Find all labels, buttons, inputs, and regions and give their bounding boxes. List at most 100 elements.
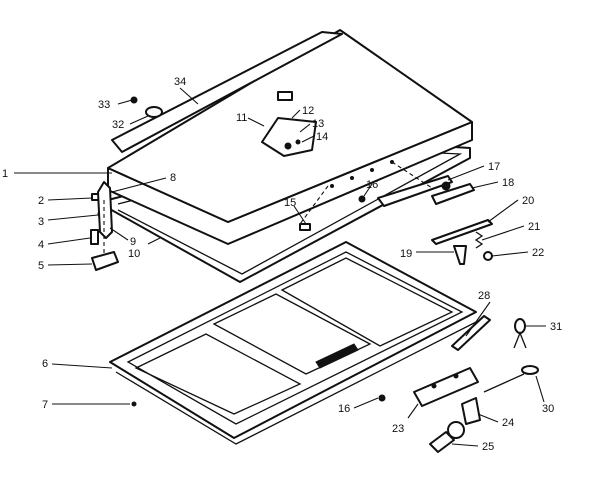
leader-18 — [471, 181, 499, 189]
label-14: 14 — [316, 131, 328, 143]
hinge-bracket — [91, 251, 119, 271]
key-shaft — [513, 332, 521, 349]
hinge-plate — [413, 367, 479, 407]
leader-21 — [481, 225, 525, 241]
compartment-left — [134, 333, 302, 415]
label-10: 10 — [128, 248, 140, 260]
frame-divider-bar — [315, 343, 359, 369]
leader-28 — [465, 301, 491, 337]
hinge-arm — [97, 181, 113, 239]
frame-outer — [109, 241, 477, 439]
loose-parts — [131, 315, 539, 453]
leader-lines — [14, 87, 546, 447]
handle-assembly — [377, 175, 493, 265]
label-4: 4 — [38, 239, 44, 251]
lock-body — [461, 397, 481, 425]
lock-key — [429, 431, 455, 453]
leader-4 — [47, 237, 91, 245]
hinge-bushing — [90, 229, 99, 245]
label-21: 21 — [528, 221, 540, 233]
leader-2 — [47, 197, 93, 201]
leader-30 — [535, 375, 545, 403]
leader-8 — [111, 177, 167, 193]
leader-17 — [447, 165, 485, 181]
lock-knob — [447, 421, 465, 439]
handle-bracket — [431, 183, 475, 205]
frame-inner — [126, 251, 464, 425]
label-18: 18 — [502, 177, 514, 189]
plate-hole-icon — [431, 383, 437, 389]
label-16b: 16 — [338, 403, 350, 415]
label-33: 33 — [98, 99, 110, 111]
key-head — [514, 318, 526, 334]
compartment-right — [280, 257, 454, 347]
leader-32 — [129, 115, 149, 125]
label-6: 6 — [42, 358, 48, 370]
label-15: 15 — [284, 197, 296, 209]
key-shaft — [519, 332, 527, 349]
leader-11 — [247, 117, 265, 127]
handle-pin — [453, 245, 467, 265]
label-31: 31 — [550, 321, 562, 333]
leader-25 — [451, 443, 479, 447]
label-11: 11 — [236, 112, 247, 124]
cabinet-frame — [109, 241, 481, 445]
lid-assembly — [107, 29, 473, 283]
leader-14 — [301, 135, 315, 143]
leader-10 — [147, 237, 161, 245]
leader-33 — [117, 99, 133, 105]
leader-23 — [407, 403, 419, 419]
screw-icon — [131, 401, 137, 407]
label-19: 19 — [400, 248, 412, 260]
lock-cylinder — [521, 365, 539, 375]
leader-22 — [491, 251, 529, 257]
label-34: 34 — [174, 76, 186, 88]
lock-rod — [483, 373, 525, 393]
label-1: 1 — [2, 168, 8, 180]
latch-clip — [299, 223, 311, 231]
label-7: 7 — [42, 399, 48, 411]
label-2: 2 — [38, 195, 44, 207]
handle-screw-icon — [441, 181, 451, 191]
leader-5 — [47, 263, 93, 266]
label-20: 20 — [522, 195, 534, 207]
label-28: 28 — [478, 290, 490, 302]
screw-hole-icon — [330, 184, 334, 188]
label-9: 9 — [130, 236, 136, 248]
clip-screw-icon — [358, 195, 366, 203]
leader-12 — [291, 109, 301, 119]
frame-rim — [115, 319, 481, 445]
label-17: 17 — [488, 161, 500, 173]
label-22: 22 — [532, 247, 544, 259]
leader-24 — [477, 413, 499, 423]
spring-nut — [483, 251, 493, 261]
leader-16b — [353, 397, 379, 409]
label-25: 25 — [482, 441, 494, 453]
hinge-strip — [111, 31, 343, 153]
label-5: 5 — [38, 260, 44, 272]
assembly-line — [391, 161, 433, 189]
lock-cover — [277, 91, 293, 101]
leader-34 — [179, 87, 199, 105]
leader-19-20 — [487, 199, 519, 223]
label-24: 24 — [502, 417, 514, 429]
label-16: 16 — [366, 179, 378, 191]
screw-hole-icon — [350, 176, 354, 180]
plate-hole-icon — [453, 373, 459, 379]
leader-15 — [293, 205, 307, 225]
assembly-line — [299, 185, 329, 225]
leader-3 — [47, 214, 99, 221]
lock-screw-icon — [284, 142, 292, 150]
gasket-strip — [431, 219, 493, 245]
label-12: 12 — [302, 105, 314, 117]
label-32: 32 — [112, 119, 124, 131]
label-3: 3 — [38, 216, 44, 228]
leader-9 — [109, 227, 129, 241]
spring — [474, 231, 484, 249]
leader-16 — [363, 183, 373, 197]
hinge-hardware — [90, 96, 433, 271]
label-23: 23 — [392, 423, 404, 435]
handle-bar — [377, 175, 453, 207]
label-8: 8 — [170, 172, 176, 184]
